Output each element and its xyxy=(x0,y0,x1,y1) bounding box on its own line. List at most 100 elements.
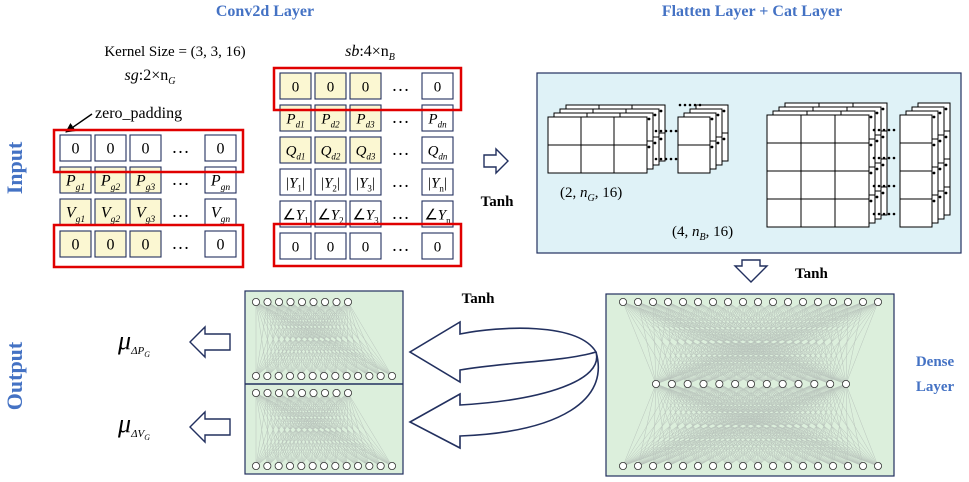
network-neuron xyxy=(664,298,671,305)
network-neuron xyxy=(332,462,339,469)
feature-map-dot xyxy=(876,112,879,115)
grid-cell-text: 0 xyxy=(434,79,442,95)
network-neuron xyxy=(619,462,626,469)
network-neuron xyxy=(252,389,259,396)
feature-map-dot xyxy=(870,172,873,175)
network-neuron xyxy=(309,372,316,379)
output-section-label: Output xyxy=(2,341,27,410)
network-neuron xyxy=(784,462,791,469)
sg-stack-ellipsis-dot xyxy=(684,104,687,107)
network-neuron xyxy=(344,298,351,305)
tanh-label-3: Tanh xyxy=(462,291,495,307)
dense-label-line2: Layer xyxy=(916,379,955,395)
network-neuron xyxy=(769,298,776,305)
grid-cell-text: |Yn| xyxy=(428,175,447,193)
network-neuron xyxy=(724,462,731,469)
tanh-label-2: Tanh xyxy=(795,266,828,282)
sb-stack-ellipsis-dot xyxy=(878,129,881,132)
feature-map-dot xyxy=(870,144,873,147)
grid-cell-text: |Y3| xyxy=(356,175,375,193)
network-neuron xyxy=(264,372,271,379)
feature-map-dot xyxy=(933,116,936,119)
network-neuron xyxy=(298,372,305,379)
network-neuron xyxy=(275,298,282,305)
network-neuron xyxy=(814,462,821,469)
sb-stack-ellipsis-dot xyxy=(888,185,891,188)
grid-cell-text: 0 xyxy=(434,239,442,255)
sg-stack-ellipsis-dot xyxy=(670,158,673,161)
feature-map-dot xyxy=(876,140,879,143)
feature-map-dot xyxy=(711,146,714,149)
network-neuron xyxy=(694,462,701,469)
network-neuron xyxy=(747,380,754,387)
feature-map-dot xyxy=(882,164,885,167)
sg-stack-ellipsis-dot xyxy=(679,104,682,107)
network-neuron xyxy=(286,372,293,379)
network-neuron xyxy=(354,462,361,469)
sb-stack-ellipsis-dot xyxy=(873,129,876,132)
sb-stack-ellipsis-dot xyxy=(883,185,886,188)
network-neuron xyxy=(275,372,282,379)
network-neuron xyxy=(709,298,716,305)
network-neuron xyxy=(287,298,294,305)
network-neuron xyxy=(333,389,340,396)
network-neuron xyxy=(859,462,866,469)
feature-map-dot xyxy=(660,110,663,113)
network-neuron xyxy=(649,298,656,305)
network-neuron xyxy=(732,380,739,387)
network-neuron xyxy=(287,389,294,396)
feature-map-dot xyxy=(945,164,948,167)
sb-stack-ellipsis-dot xyxy=(878,157,881,160)
feature-map-dot xyxy=(945,192,948,195)
feature-map-dot xyxy=(723,138,726,141)
feature-map-dot xyxy=(882,136,885,139)
network-neuron xyxy=(769,462,776,469)
grid-cell-text: 0 xyxy=(362,239,370,255)
to-flatten-arrow-icon xyxy=(484,149,508,173)
network-neuron xyxy=(842,380,849,387)
ellipsis-cell: … xyxy=(392,235,410,255)
feature-map-dot xyxy=(648,118,651,121)
network-neuron xyxy=(844,462,851,469)
network-neuron xyxy=(298,462,305,469)
sg-feature-stack-main xyxy=(548,105,665,173)
feature-map-dot xyxy=(717,142,720,145)
output-p-arrow-icon xyxy=(190,327,230,357)
network-neuron xyxy=(829,462,836,469)
sg-stack-ellipsis-dot xyxy=(655,130,658,133)
network-neuron xyxy=(829,298,836,305)
output-mu-delta-pg: μΔPG xyxy=(117,326,150,359)
network-neuron xyxy=(298,298,305,305)
network-neuron xyxy=(321,389,328,396)
network-neuron xyxy=(298,389,305,396)
sb-stack-ellipsis-dot xyxy=(888,157,891,160)
network-neuron xyxy=(264,298,271,305)
sb-stack-ellipsis-dot xyxy=(888,129,891,132)
sb-feature-stack-end xyxy=(900,103,950,227)
network-neuron xyxy=(286,462,293,469)
network-neuron xyxy=(252,298,259,305)
feature-map-dot xyxy=(870,116,873,119)
network-neuron xyxy=(652,380,659,387)
network-neuron xyxy=(763,380,770,387)
network-neuron xyxy=(264,389,271,396)
network-neuron xyxy=(668,380,675,387)
network-neuron xyxy=(779,380,786,387)
network-neuron xyxy=(388,462,395,469)
ellipsis-cell: … xyxy=(172,137,190,157)
network-neuron xyxy=(343,462,350,469)
network-neuron xyxy=(724,298,731,305)
sb-stack-ellipsis-dot xyxy=(878,185,881,188)
network-neuron xyxy=(252,462,259,469)
ellipsis-cell: … xyxy=(392,75,410,95)
network-neuron xyxy=(739,462,746,469)
sb-feature-stack-main xyxy=(767,103,887,227)
network-neuron xyxy=(634,462,641,469)
sb-stack-ellipsis-dot xyxy=(883,213,886,216)
sb-label: sb:4×nB xyxy=(345,43,395,63)
ellipsis-cell: … xyxy=(392,203,410,223)
grid-cell-text: 0 xyxy=(72,141,80,158)
network-neuron xyxy=(739,298,746,305)
